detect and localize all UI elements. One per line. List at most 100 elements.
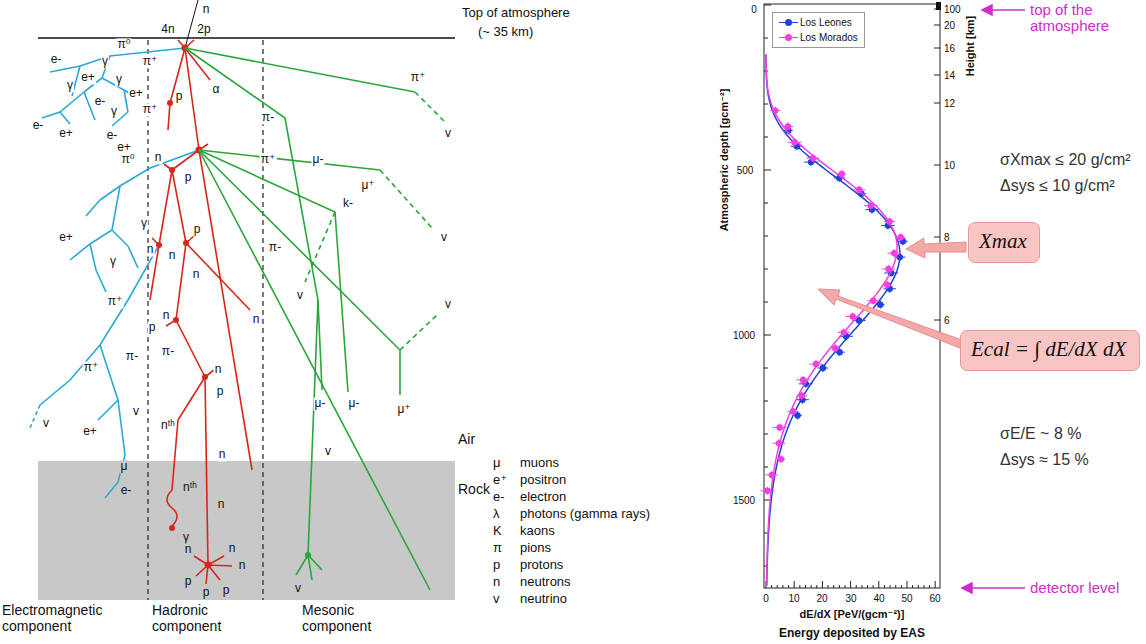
axis-tick	[856, 585, 857, 588]
electromagnetic-track	[128, 246, 138, 268]
axis-tick	[799, 585, 800, 588]
particle-label: n	[162, 309, 171, 322]
particle-label: γ	[140, 217, 148, 230]
axis-tick	[934, 75, 940, 76]
hadronic-track	[168, 48, 185, 130]
electromagnetic-track	[70, 186, 120, 260]
particle-label: π⁺	[83, 361, 100, 374]
tick-label: 6	[944, 315, 950, 326]
axis-tick	[764, 302, 768, 303]
component-divider	[147, 40, 148, 600]
particle-label: e+	[82, 425, 98, 438]
axis-tick	[811, 585, 812, 588]
profile-curve	[868, 202, 874, 208]
particle-label: v	[444, 127, 452, 140]
mesonic-track	[199, 150, 380, 170]
particle-label: v	[324, 445, 332, 458]
pointer-label: top of the atmosphere	[1030, 2, 1142, 34]
legend-text: v	[493, 592, 500, 606]
particle-label: e-	[120, 484, 133, 497]
axis-tick	[890, 585, 891, 588]
axis-tick	[884, 585, 885, 588]
axis-tick	[764, 5, 771, 6]
axis-tick	[816, 585, 817, 588]
axis-tick	[764, 203, 768, 204]
legend-text: μ	[493, 456, 501, 470]
particle-label: n	[252, 313, 261, 326]
component-label: Electromagnetic component	[2, 602, 120, 634]
profile-curve	[856, 187, 862, 193]
resolution-note: Δsys ≤ 10 g/cm²	[1000, 177, 1115, 195]
particle-label: k-	[342, 197, 354, 210]
particle-label: e+	[58, 127, 74, 140]
axis-tick	[861, 585, 862, 588]
legend-text: Los Leones	[800, 17, 852, 28]
particle-vertex	[202, 374, 208, 380]
particle-label: e+	[128, 87, 144, 100]
pointer-arrow	[970, 587, 1025, 589]
hadronic-track	[205, 377, 208, 565]
legend-text: λ	[493, 507, 500, 521]
particle-label: α	[212, 83, 221, 96]
particle-label: γ	[101, 55, 109, 68]
particle-label: π⁺	[107, 295, 124, 308]
axis-tick	[934, 320, 940, 321]
callout-arrow	[818, 238, 966, 348]
axis-tick	[918, 585, 919, 588]
mesonic-track	[199, 150, 348, 392]
profile-curve	[897, 234, 903, 240]
particle-label: n	[168, 249, 177, 262]
pointer-arrow	[962, 5, 1025, 593]
particle-label: p	[148, 321, 157, 334]
particle-label: n	[228, 542, 237, 555]
profile-curve	[886, 218, 892, 224]
particle-label: e-	[94, 95, 107, 108]
height-marker	[936, 2, 941, 10]
axis-tick	[771, 585, 772, 588]
axis-tick	[929, 585, 930, 588]
axis-tick	[833, 585, 834, 588]
particle-label: π⁺	[142, 55, 159, 68]
electromagnetic-track	[30, 405, 40, 428]
particle-label: p	[184, 575, 193, 588]
particle-vertex	[156, 45, 212, 569]
axis-tick	[782, 585, 783, 588]
axis-tick	[764, 467, 768, 468]
pointer-arrow	[962, 583, 972, 593]
tick-label: 100	[944, 4, 961, 15]
particle-label: e-	[50, 53, 63, 66]
profile-curve	[799, 393, 805, 399]
particle-label: π⁺	[142, 103, 159, 116]
tick-label: 0	[751, 4, 757, 15]
axis-tick	[844, 585, 845, 588]
tick-label: 1500	[733, 495, 755, 506]
axis-tick	[764, 170, 771, 171]
particle-label: γ	[109, 255, 117, 268]
hadronic-track	[185, 48, 199, 150]
resolution-note: σE/E ~ 8 %	[1000, 425, 1081, 443]
hadronic-track	[167, 420, 178, 526]
profile-curve	[877, 301, 883, 307]
particle-label: n	[238, 559, 247, 572]
particle-label: π⁰	[116, 38, 131, 51]
chart-frame	[764, 4, 940, 588]
tick-label: 14	[944, 70, 955, 81]
profile-curve	[764, 488, 770, 494]
legend-text: pions	[520, 541, 551, 555]
callout-text: Xmax	[979, 229, 1029, 254]
tick-label: 8	[944, 232, 950, 243]
tick-label: 20	[816, 593, 827, 604]
component-label: Mesonic component	[302, 602, 420, 634]
particle-label: μ⁺	[360, 179, 375, 192]
profile-curve	[800, 377, 806, 383]
axis-tick	[764, 401, 768, 402]
legend-text: n	[493, 575, 500, 589]
legend-text: muons	[520, 456, 559, 470]
legend-text: π	[493, 541, 502, 555]
profile-curve	[791, 139, 797, 145]
tick-label: 30	[845, 593, 856, 604]
atmosphere-note: (~ 35 km)	[478, 25, 533, 39]
profile-curve	[870, 297, 876, 303]
particle-label: p	[222, 584, 231, 597]
